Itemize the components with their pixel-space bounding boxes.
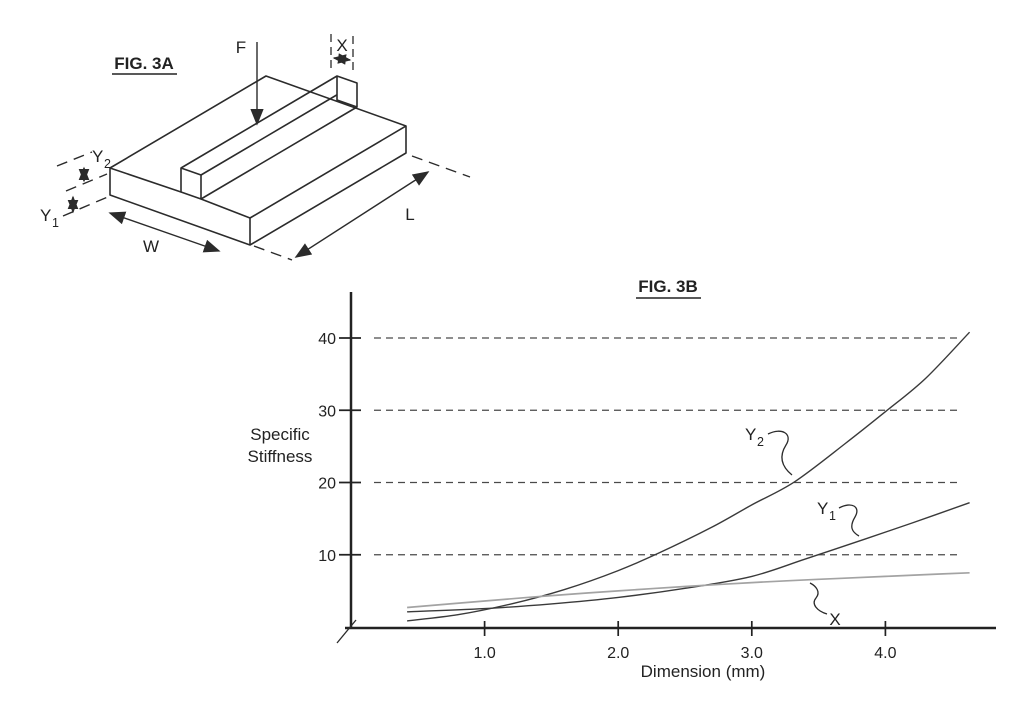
y-tick-label: 10 [318,548,336,565]
x-tick-label: 3.0 [741,645,763,662]
rib-top-right-edge [200,82,358,176]
force-label: F [236,38,246,57]
y-axis-label-line2: Stiffness [248,447,313,466]
curve-label-y1: Y [817,499,828,518]
x-axis-label: Dimension (mm) [641,662,766,681]
plate-outline [109,75,407,246]
rib-end-face [336,75,358,108]
chart-ticks: 10 20 30 40 1.0 2.0 3.0 4.0 [318,331,896,662]
curve-label-y2-group: Y 2 [745,425,793,476]
curve-y2 [407,331,971,622]
plate-front-top-edge-right [200,198,251,219]
x-dimension: X [330,34,354,74]
y-dim-ref-middle [65,173,108,192]
chart-gridlines [374,337,957,556]
y2-dim-label-base: Y [92,147,103,166]
l-dim-label: L [405,205,414,224]
curve-label-y2-leader [767,430,793,476]
x-tick-label: 1.0 [473,645,495,662]
curve-label-y1-group: Y 1 [817,499,860,537]
y-tick-label: 40 [318,331,336,348]
fig3a-title: FIG. 3A [114,54,174,73]
curve-label-y2-sub: 2 [757,435,764,449]
x-dim-arrow [332,53,352,65]
curve-label-y1-leader [838,504,860,537]
l-dim-extension-far [411,155,471,178]
w-dim-label: W [143,237,159,256]
curve-y1 [407,502,970,613]
x-tick-label: 4.0 [874,645,896,662]
chart-curves [407,331,971,622]
l-dimension: L [253,155,471,261]
y1-dim-label-sub: 1 [52,216,59,230]
x-tick-label: 2.0 [607,645,629,662]
l-dim-arrow [294,171,430,258]
curve-label-x-group: X [809,582,841,629]
fig3b-title: FIG. 3B [638,277,698,296]
y1-dim-label-base: Y [40,206,51,225]
x-dim-label: X [336,36,347,55]
force-dimension: F [236,38,264,126]
rib-bottom-right-edge [200,106,358,200]
fig3b-chart: FIG. 3B 10 20 30 40 1.0 2.0 3.0 4.0 Specific St… [248,277,996,681]
y-axis-label-line1: Specific [250,425,310,444]
origin-tail [336,619,357,644]
plate-body [109,75,407,246]
w-dimension: W [108,211,221,256]
w-dim-arrow [108,211,221,253]
curve-label-y2: Y [745,425,756,444]
curve-label-x: X [829,610,840,629]
rib [180,75,358,200]
l-dim-extension-near [253,245,293,261]
plate-front-top-edge-left [109,167,182,193]
y-tick-label: 30 [318,403,336,420]
y-dim-ref-bottom [62,195,111,217]
y-dim-ref-top [56,151,93,167]
fig3a-drawing: FIG. 3A F X [40,34,471,261]
y2-dim-label-sub: 2 [104,157,111,171]
curve-label-x-leader [809,582,828,615]
curve-x [407,571,970,609]
y-dimensions: Y 2 Y 1 [40,147,111,230]
curve-label-y1-sub: 1 [829,509,836,523]
y-tick-label: 20 [318,476,336,493]
